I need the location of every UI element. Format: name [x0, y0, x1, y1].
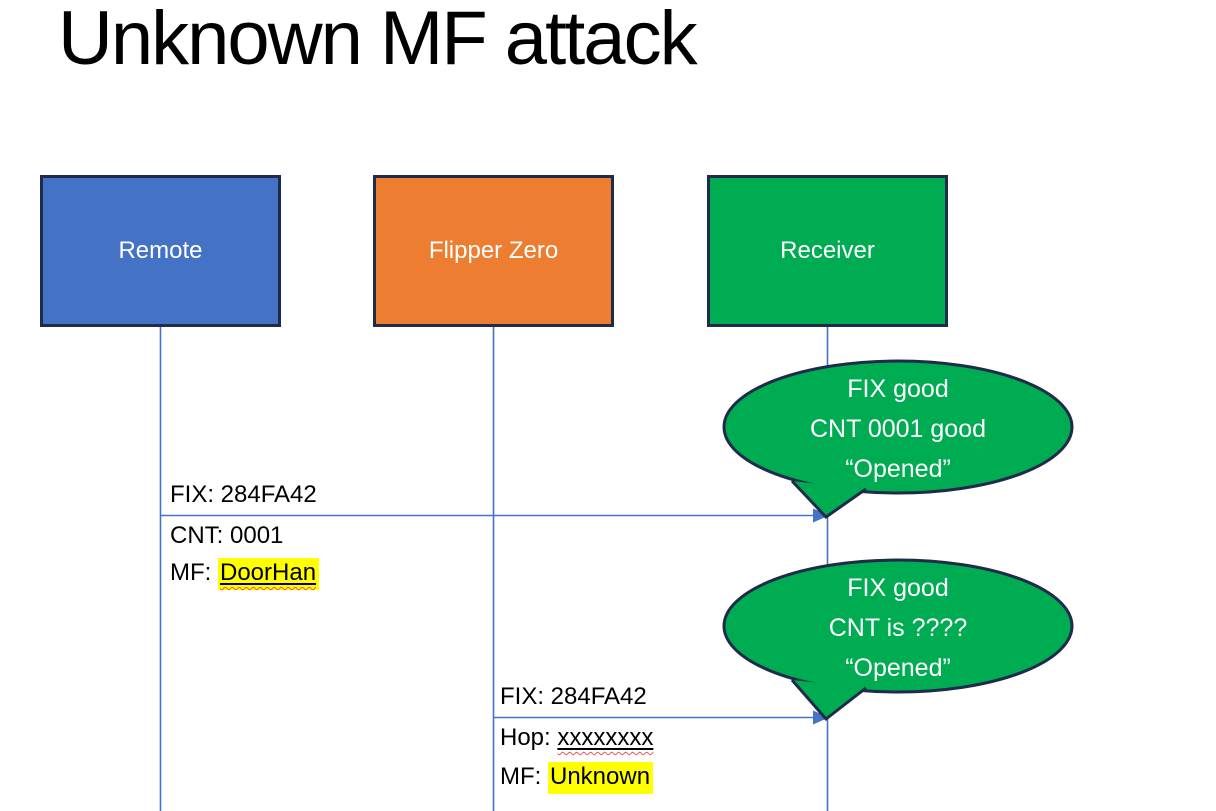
- actor-box-remote: Remote: [40, 175, 281, 327]
- spellcheck-squiggle: xxxxxxxx: [557, 724, 653, 751]
- callout2-text: FIX good CNT is ???? “Opened”: [728, 568, 1068, 688]
- callout-line: CNT 0001 good: [809, 415, 987, 443]
- message1-mf-prefix: MF:: [170, 559, 218, 586]
- arrowhead-icon: [813, 508, 829, 523]
- message2-mf-label: MF: Unknown: [500, 762, 654, 794]
- callout-bubble-2: [722, 558, 1074, 722]
- highlight-unknown: Unknown: [548, 762, 654, 794]
- actor-label-flipper-zero: Flipper Zero: [428, 237, 559, 264]
- message2-mf-prefix: MF:: [500, 763, 548, 790]
- speech-bubble-tail: [790, 679, 867, 722]
- actor-label-remote: Remote: [118, 237, 203, 264]
- message1-mf-value: DoorHan: [220, 559, 317, 586]
- message2-fix-label: FIX: 284FA42: [500, 683, 647, 710]
- actor-box-flipper-zero: Flipper Zero: [373, 175, 614, 327]
- highlight-doorhan: DoorHan: [218, 558, 320, 590]
- callout-line: “Opened”: [845, 654, 951, 682]
- callout-line: FIX good: [847, 574, 949, 602]
- message2-hop-prefix: Hop:: [500, 724, 558, 751]
- message1-mf-label: MF: DoorHan: [170, 558, 320, 590]
- message2-hop-value: xxxxxxxx: [557, 724, 654, 751]
- spellcheck-squiggle: DoorHan: [220, 559, 316, 586]
- callout-bubble-1: [722, 359, 1074, 519]
- callout-line: FIX good: [847, 375, 949, 403]
- speech-bubble-ellipse: [722, 359, 1074, 495]
- speech-bubble-ellipse: [722, 558, 1074, 694]
- message1-cnt-label: CNT: 0001: [170, 522, 284, 549]
- speech-bubble-tail: [790, 479, 867, 519]
- message2-mf-value: Unknown: [550, 763, 651, 790]
- message1-fix-label: FIX: 284FA42: [170, 481, 317, 508]
- actor-label-receiver: Receiver: [780, 237, 875, 264]
- message-arrow-remote-to-receiver: [161, 508, 829, 523]
- message-arrow-flipper-to-receiver: [494, 710, 829, 725]
- arrowhead-icon: [813, 710, 829, 725]
- callout1-text: FIX good CNT 0001 good “Opened”: [728, 369, 1068, 489]
- callout-line: “Opened”: [845, 455, 951, 483]
- message2-hop-label: Hop: xxxxxxxx: [500, 723, 653, 753]
- callout-line: CNT is ????: [828, 614, 968, 642]
- actor-box-receiver: Receiver: [707, 175, 948, 327]
- slide-title: Unknown MF attack: [58, 0, 698, 81]
